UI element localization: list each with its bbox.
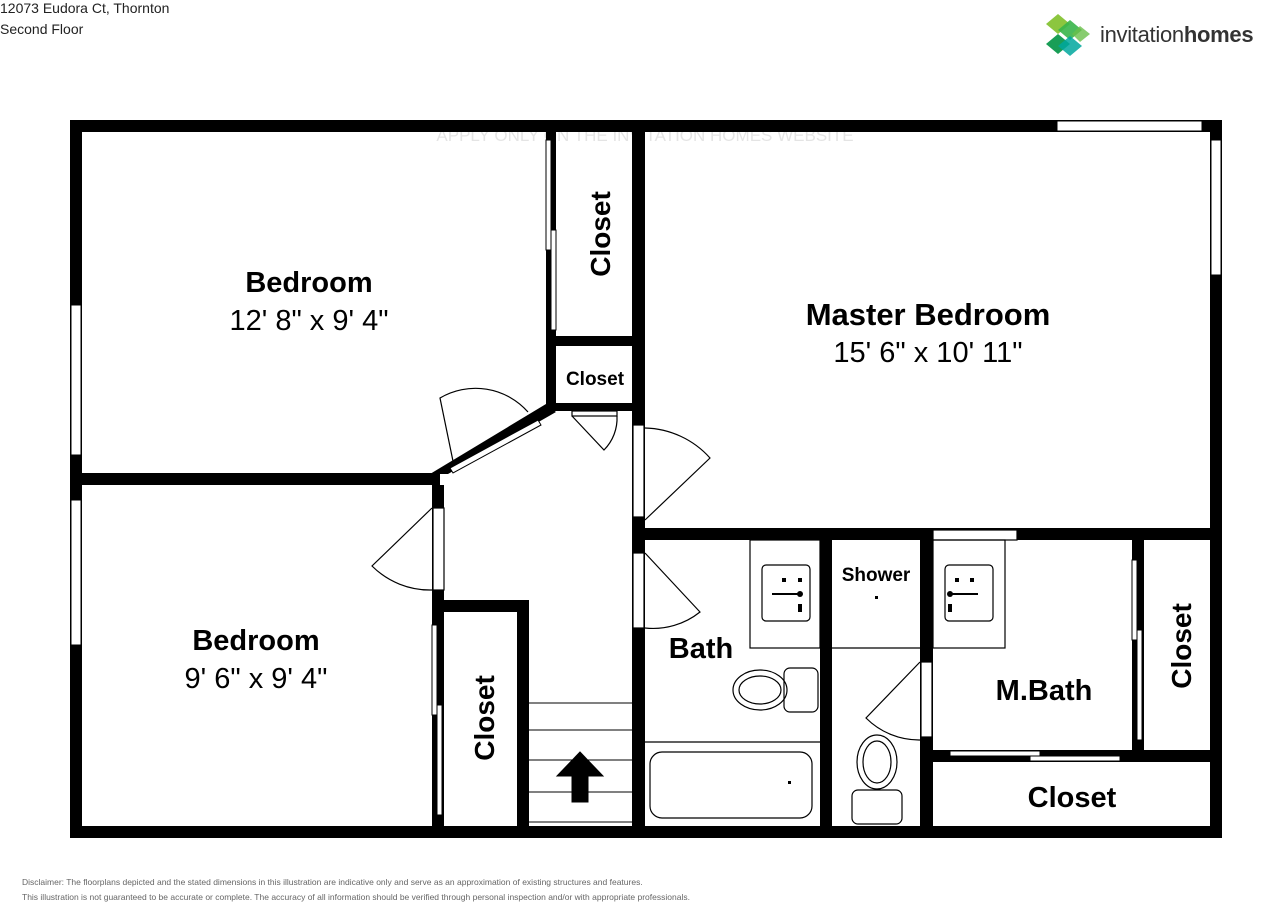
bath-vanity-icon <box>749 539 821 649</box>
mbath-toilet-icon <box>851 734 903 825</box>
sliding-doors <box>431 139 1143 816</box>
invitation-homes-logo: invitationhomes <box>1044 12 1280 60</box>
bedroom1-name: Bedroom <box>245 267 372 299</box>
mbath-vanity-icon <box>932 539 1006 649</box>
mbath-sink-icon <box>944 564 994 622</box>
closet-small-label: Closet <box>566 369 625 390</box>
bathtub-icon <box>645 741 820 819</box>
disclaimer-line-2: This illustration is not guaranteed to b… <box>22 892 690 902</box>
floor-label: Second Floor <box>0 21 84 37</box>
bedroom2-dims: 9' 6" x 9' 4" <box>185 663 328 695</box>
master-bedroom-name: Master Bedroom <box>806 297 1051 332</box>
property-address: 12073 Eudora Ct, Thornton <box>0 0 170 16</box>
logo-mark-icon <box>1046 14 1090 56</box>
logo-text-light: invitation <box>1100 22 1184 47</box>
closet-top-label: Closet <box>585 191 616 277</box>
swing-doors <box>371 387 933 741</box>
bath-sink-icon <box>761 564 811 622</box>
bedroom1-dims: 12' 8" x 9' 4" <box>229 305 388 337</box>
closet-left-label: Closet <box>469 675 500 761</box>
closet-right-label: Closet <box>1166 603 1197 689</box>
closet-bottom-label: Closet <box>1028 782 1117 814</box>
shower-label: Shower <box>842 565 911 586</box>
windows <box>70 120 1222 646</box>
logo-text-bold: homes <box>1183 22 1254 47</box>
diagonal-wall <box>430 404 556 474</box>
stair-up-arrow-icon <box>555 751 605 803</box>
faucet-marks <box>772 578 978 784</box>
floor-plan: APPLY ONLY ON THE INVITATION HOMES WEBSI… <box>70 120 1222 838</box>
mbath-label: M.Bath <box>996 675 1093 707</box>
master-bedroom-dims: 15' 6" x 10' 11" <box>833 337 1022 369</box>
staircase <box>529 702 632 823</box>
disclaimer-line-1: Disclaimer: The floorplans depicted and … <box>22 877 643 887</box>
bath-fixtures <box>645 529 1018 825</box>
bath-label: Bath <box>669 633 733 665</box>
bedroom2-name: Bedroom <box>192 625 319 657</box>
bath-toilet-icon <box>732 667 819 713</box>
walls <box>70 120 1222 838</box>
